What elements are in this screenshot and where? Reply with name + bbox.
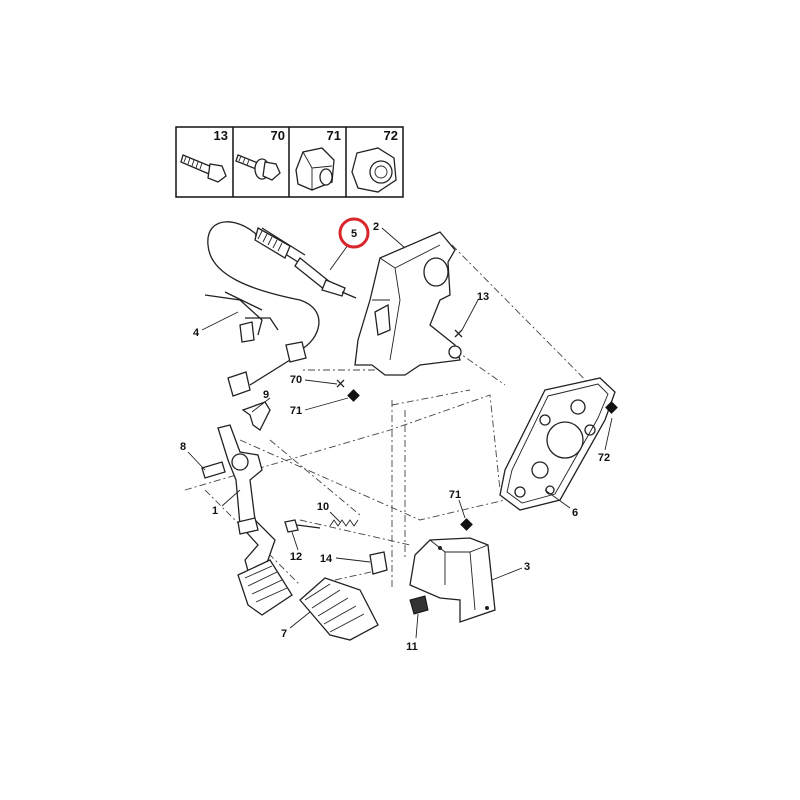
bolt-icon [180,154,227,183]
callout-1: 1 [212,505,218,517]
part-5-clutch-cable [207,221,357,397]
callout-5: 5 [351,228,357,240]
callout-71-upper: 71 [290,405,302,417]
part-3-mount-bracket [409,537,496,623]
callout-7: 7 [281,628,287,640]
callout-2: 2 [373,221,379,233]
callout-14: 14 [320,553,333,565]
callout-11: 11 [406,641,418,653]
callout-13: 13 [477,291,489,303]
callout-4: 4 [193,327,200,339]
part-12-screw [284,519,321,533]
callout-3: 3 [524,561,530,573]
alignment-lines [184,244,611,590]
part-9-bracket [241,401,271,431]
callout-71-lower: 71 [449,489,461,501]
part-2-pedal-bracket [354,231,462,376]
part-10-spring [329,519,359,527]
part-14-bushing [369,551,388,575]
legend-ref-70: 70 [271,128,285,143]
part-4-clip [204,291,279,343]
legend-ref-72: 72 [384,128,398,143]
part-6-gasket [499,377,616,511]
callout-10: 10 [317,501,329,513]
callout-labels: 5 2 13 4 70 71 9 8 72 1 10 71 6 12 14 3 … [180,221,610,653]
part-8-pin [201,461,226,479]
bolt-with-washer-icon [235,154,281,181]
part-11-switch [409,595,429,615]
legend-ref-13: 13 [214,128,228,143]
lock-nut-icon [295,147,335,191]
nut-marker-71a [347,389,360,402]
hardware-legend: 13 70 71 72 [175,126,404,198]
callout-6: 6 [572,507,578,519]
legend-ref-71: 71 [327,128,341,143]
part-1-clutch-pedal [217,424,293,616]
callout-72: 72 [598,452,610,464]
callout-9: 9 [263,389,269,401]
bolt-marker-70 [336,379,345,388]
highlight-ring [338,217,370,249]
nut-marker-71b [460,518,473,531]
part-7-pedal-pad [299,577,379,641]
leader-lines [187,227,613,639]
callout-12: 12 [290,551,302,563]
callout-8: 8 [180,441,186,453]
flange-nut-icon [351,147,397,193]
callout-70: 70 [290,374,302,386]
bolt-marker-13 [454,329,463,338]
